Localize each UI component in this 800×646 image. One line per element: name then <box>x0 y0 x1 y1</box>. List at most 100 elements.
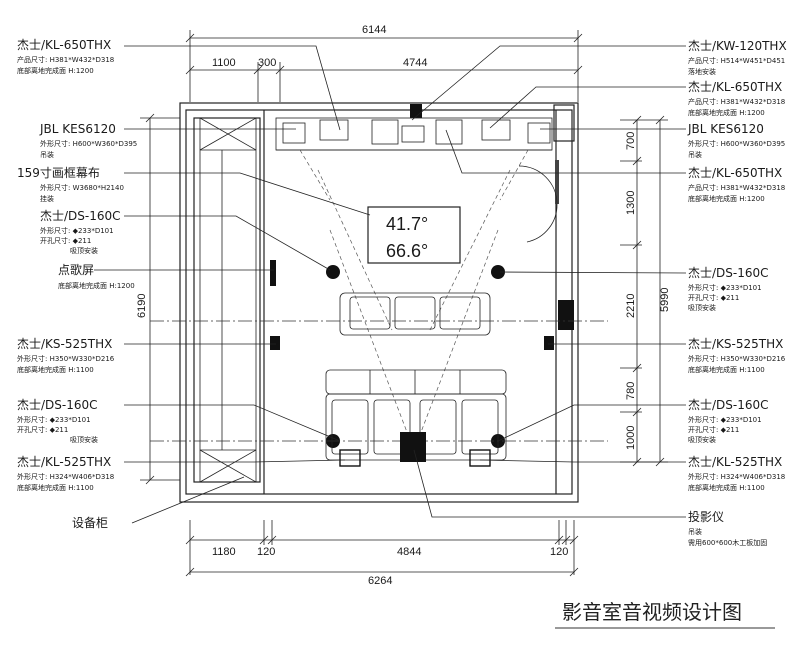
label-left-kl525-line1: 外形尺寸: H324*W406*D318 <box>17 472 114 481</box>
label-right-ds160-rear-line3: 吸顶安装 <box>688 435 716 444</box>
label-left-ds160-rear: 杰士/DS-160C <box>17 398 98 412</box>
label-left-ds160-front-line3: 吸顶安装 <box>70 246 98 255</box>
dim-left-total: 6190 <box>136 294 148 318</box>
dim-top-left: 1100 <box>212 57 236 69</box>
wall-post <box>410 104 422 118</box>
label-right-kl525-line2: 底部离地完成面 H:1100 <box>688 483 765 492</box>
label-right-ds160-front-line1: 外形尺寸: ◆233*D101 <box>688 283 762 292</box>
label-right-ds160-rear-line2: 开孔尺寸: ◆211 <box>688 425 739 434</box>
label-left-jbl: JBL KES6120 <box>39 122 116 136</box>
label-right-ds160-front-line2: 开孔尺寸: ◆211 <box>688 293 739 302</box>
leader-lines-left <box>94 45 371 524</box>
label-left-ks525-line2: 底部离地完成面 H:1100 <box>17 365 94 374</box>
label-right-ds160-front: 杰士/DS-160C <box>688 266 769 280</box>
label-left-karaoke-line1: 底部离地完成面 H:1200 <box>58 281 135 290</box>
label-right-jbl: JBL KES6120 <box>687 122 764 136</box>
label-right-projector-line1: 吊装 <box>688 527 702 536</box>
label-right-kl650-b-line2: 底部离地完成面 H:1200 <box>688 194 765 203</box>
kw120-sub-icon <box>401 125 425 143</box>
viewing-angle-horizontal: 41.7° <box>386 214 428 234</box>
label-right-ds160-rear-line1: 外形尺寸: ◆233*D101 <box>688 415 762 424</box>
doorway <box>518 160 559 243</box>
dim-top-right: 4744 <box>403 57 427 69</box>
right-labels: 杰士/KW-120THX 产品尺寸: H514*W451*D451 落地安装 杰… <box>687 39 787 547</box>
dim-right-780: 780 <box>625 382 637 400</box>
left-dimension: 6190 <box>136 113 180 485</box>
bottom-dimensions: 1180 120 4844 120 6264 <box>185 520 579 587</box>
label-left-ds160-rear-line2: 开孔尺寸: ◆211 <box>17 425 68 434</box>
label-right-ks525: 杰士/KS-525THX <box>688 337 783 351</box>
label-right-kl525-line1: 外形尺寸: H324*W406*D318 <box>688 472 785 481</box>
label-right-projector-line2: 需用600*600木工板加固 <box>688 538 767 547</box>
label-left-jbl-line2: 吊装 <box>40 150 54 159</box>
label-left-kl650: 杰士/KL-650THX <box>17 38 111 52</box>
leader-lines-right <box>411 45 687 518</box>
kl525-left-icon <box>339 449 361 467</box>
projection-screen: 41.7° 66.6° <box>299 149 529 441</box>
ks525-left-icon <box>270 336 280 350</box>
dim-right-700: 700 <box>625 132 637 150</box>
recliner-row <box>325 369 507 467</box>
label-left-ds160-rear-line1: 外形尺寸: ◆233*D101 <box>17 415 91 424</box>
label-right-kl650-b-line1: 产品尺寸: H381*W432*D318 <box>688 183 785 192</box>
ceiling-speaker-fl-icon <box>326 265 340 279</box>
label-left-kl650-line2: 底部离地完成面 H:1200 <box>17 66 94 75</box>
label-left-karaoke: 点歌屏 <box>58 262 94 277</box>
dim-right-total: 5990 <box>659 288 671 312</box>
top-dimensions: 6144 1100 300 4744 <box>185 24 583 102</box>
wall-column <box>558 300 574 330</box>
dim-right-1000: 1000 <box>625 426 637 450</box>
label-right-kl525: 杰士/KL-525THX <box>688 455 782 469</box>
kl650-right-icon <box>481 119 511 141</box>
ceiling-speaker-fr-icon <box>491 265 505 279</box>
label-left-ds160-front: 杰士/DS-160C <box>40 209 121 223</box>
label-left-ds160-rear-line3: 吸顶安装 <box>70 435 98 444</box>
projector-icon <box>400 432 426 462</box>
kl650-center-right-icon <box>435 119 463 145</box>
label-right-kw120: 杰士/KW-120THX <box>688 39 787 53</box>
left-labels: 杰士/KL-650THX 产品尺寸: H381*W432*D318 底部离地完成… <box>17 38 137 530</box>
dim-bottom-left: 1180 <box>212 546 236 558</box>
dim-right-2210: 2210 <box>625 294 637 318</box>
ks525-right-icon <box>544 336 554 350</box>
label-left-screen: 159寸画框幕布 <box>17 166 100 180</box>
label-right-jbl-line1: 外形尺寸: H600*W360*D395 <box>688 139 785 148</box>
room-walls <box>179 102 579 503</box>
kl650-center-left-icon <box>371 119 399 145</box>
viewing-angle-vertical: 66.6° <box>386 241 428 261</box>
dim-bottom-mid: 4844 <box>397 546 421 558</box>
label-left-ds160-front-line1: 外形尺寸: ◆233*D101 <box>40 226 114 235</box>
label-left-kl650-line1: 产品尺寸: H381*W432*D318 <box>17 55 114 64</box>
karaoke-screen-icon <box>270 260 276 286</box>
dim-right-1300: 1300 <box>625 191 637 215</box>
label-left-jbl-line1: 外形尺寸: H600*W360*D395 <box>40 139 137 148</box>
jbl-speaker-left-icon <box>282 122 306 144</box>
right-dimensions: 700 1300 2210 780 1000 5990 <box>620 115 671 467</box>
label-right-ds160-rear: 杰士/DS-160C <box>688 398 769 412</box>
kl525-right-icon <box>469 449 491 467</box>
equipment-cabinet <box>193 117 261 483</box>
front-sofa <box>339 292 491 336</box>
dim-bottom-gap2: 120 <box>550 546 568 558</box>
label-left-cabinet: 设备柜 <box>72 516 108 530</box>
label-right-kl650-a-line1: 产品尺寸: H381*W432*D318 <box>688 97 785 106</box>
dim-bottom-total: 6264 <box>368 575 392 587</box>
label-left-kl525: 杰士/KL-525THX <box>17 455 111 469</box>
front-speaker-shelf <box>275 117 553 151</box>
drawing-title: 影音室音视频设计图 <box>562 600 742 624</box>
label-left-kl525-line2: 底部离地完成面 H:1100 <box>17 483 94 492</box>
dim-top-mid: 300 <box>258 57 276 69</box>
label-left-screen-line1: 外形尺寸: W3680*H2140 <box>40 183 124 192</box>
label-left-ds160-front-line2: 开孔尺寸: ◆211 <box>40 236 91 245</box>
dim-top-total: 6144 <box>362 24 386 36</box>
label-right-kw120-line1: 产品尺寸: H514*W451*D451 <box>688 56 785 65</box>
label-right-kw120-line2: 落地安装 <box>688 67 716 76</box>
label-right-ds160-front-line3: 吸顶安装 <box>688 303 716 312</box>
label-left-screen-line2: 挂装 <box>40 194 54 203</box>
label-left-ks525: 杰士/KS-525THX <box>17 337 112 351</box>
label-right-kl650-a-line2: 底部离地完成面 H:1200 <box>688 108 765 117</box>
dim-bottom-gap1: 120 <box>257 546 275 558</box>
label-right-kl650-a: 杰士/KL-650THX <box>688 80 782 94</box>
label-right-ks525-line1: 外形尺寸: H350*W330*D216 <box>688 354 786 363</box>
kl650-left-icon <box>319 119 349 141</box>
